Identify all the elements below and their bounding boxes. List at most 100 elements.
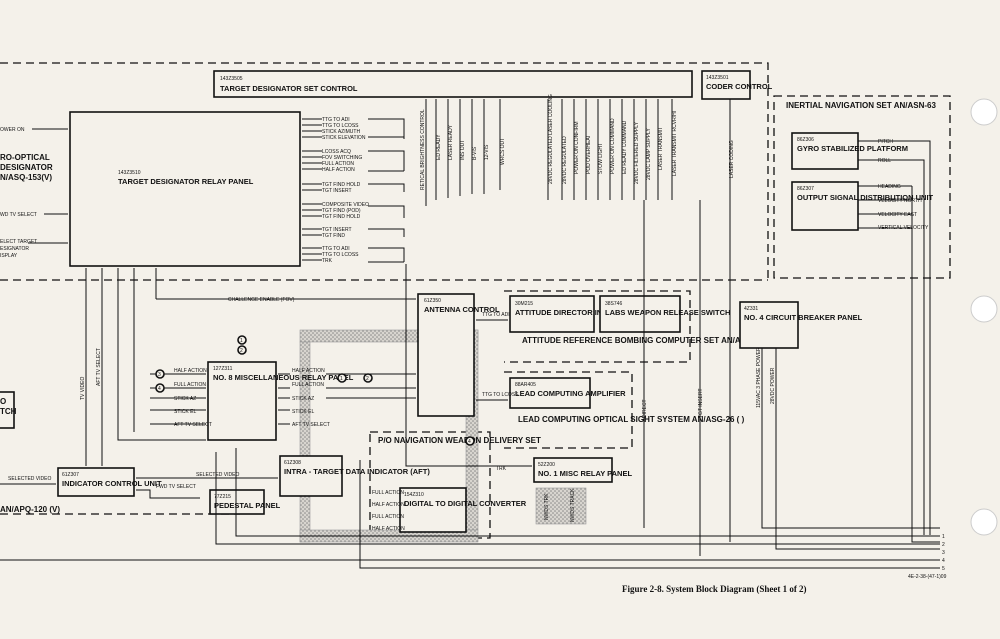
- signal-label: HALF ACTION: [322, 167, 355, 173]
- tv-video-label: TV VIDEO: [80, 377, 86, 400]
- relay-panel-code: 143Z3510: [118, 170, 141, 176]
- signal-label: LASER TRANSMIT: [658, 127, 664, 170]
- attitude-title: ATTITUDE DIRECTOR INDICATOR: [515, 308, 636, 317]
- trk-wire: [405, 264, 532, 467]
- signal-label: STICK EL: [292, 409, 314, 415]
- ref-number: 4: [158, 386, 161, 392]
- pedestal-panel: [209, 489, 265, 515]
- icu-title: INDICATOR CONTROL UNIT: [62, 479, 162, 488]
- nwds-trk-label: NWDS TRK: [544, 493, 550, 520]
- fwd-tv-label: FWD TV SELECT: [156, 484, 196, 490]
- labs-code: 38S746: [605, 301, 622, 307]
- misc8-left-labels: HALF ACTION FULL ACTION STICK AZ STICK E…: [174, 368, 212, 428]
- misc1-title: NO. 1 MISC RELAY PANEL: [538, 469, 632, 478]
- converter-inputs: FULL ACTION HALF ACTION FULL ACTION HALF…: [372, 490, 405, 532]
- ref-circle: [237, 335, 247, 345]
- signal-label: TTG TO LCOSS: [322, 252, 359, 258]
- signal-label: RETICAL BRIGHTNESS CONTROL: [420, 109, 426, 190]
- apq-label: AN/APQ-120 (V): [0, 505, 60, 514]
- signal-label: INS OUT: [460, 140, 466, 160]
- top-bar-title: TARGET DESIGNATOR SET CONTROL: [220, 84, 358, 93]
- signal-label: TTG TO LCOSS: [322, 123, 359, 129]
- aft-tv-select-label: AFT TV SELECT: [96, 348, 102, 386]
- odu-code: 86Z307: [797, 186, 814, 192]
- signal-label: WRCS OUT: [500, 138, 506, 165]
- signal-label: TGT FIND HOLD: [322, 182, 361, 188]
- converter-code: 154Z310: [404, 492, 424, 498]
- bus-number: 2: [942, 542, 945, 548]
- po-nav-title: P/O NAVIGATION WEAPON DELIVERY SET: [378, 436, 541, 445]
- signal-label: TRK: [322, 258, 333, 264]
- signal-label: 28VDC FILTERED SUPPLY: [634, 121, 640, 184]
- signal-label: HALF ACTION: [174, 368, 207, 374]
- coder-code: 143Z3501: [706, 75, 729, 81]
- signal-label: AFT TV SELECT: [292, 422, 330, 428]
- inertial-title: INERTIAL NAVIGATION SET AN/ASN-63: [786, 101, 936, 110]
- signal-label: FULL ACTION: [174, 382, 206, 388]
- amp-code: 88AR405: [515, 382, 536, 388]
- heading-label: HEADING: [878, 184, 901, 190]
- signal-label: FULL ACTION: [372, 514, 404, 520]
- binder-hole: [970, 508, 998, 536]
- nwds-track-label: NWDS TRACK: [570, 488, 576, 522]
- binder-hole: [970, 98, 998, 126]
- signal-label: ED READY COMMAND: [622, 120, 628, 174]
- ref-number: 1: [240, 338, 243, 344]
- intra-title: INTRA - TARGET DATA INDICATOR (AFT): [284, 467, 430, 476]
- antenna-title: ANTENNA CONTROL: [424, 305, 500, 314]
- ttg-lcoss-label: TTG TO LCOSS: [482, 392, 519, 398]
- signal-label: TGT FIND (POD): [322, 208, 361, 214]
- target-designator-relay-panel: [69, 111, 301, 267]
- trk-label: TRK: [496, 466, 507, 472]
- top-bar-code: 143Z3505: [220, 76, 243, 82]
- inertial-enclosure: [773, 95, 951, 279]
- asg26-title: LEAD COMPUTING OPTICAL SIGHT SYSTEM AN/A…: [518, 415, 745, 424]
- vertical-signals-a: RETICAL BRIGHTNESS CONTROL ED READY LASE…: [420, 99, 506, 206]
- ref-circle: [465, 436, 475, 446]
- signal-label: 12-VIS: [484, 144, 490, 160]
- converter-title: DIGITAL TO DIGITAL CONVERTER: [404, 499, 527, 508]
- signal-label: STICK AZIMUTH: [322, 129, 360, 135]
- target-designator-set-control-box: [213, 70, 693, 98]
- icu-code: 61Z307: [62, 472, 79, 478]
- digital-converter-box: [399, 487, 467, 533]
- left-label: RO-OPTICAL: [0, 153, 50, 162]
- inertial-wires: [858, 140, 940, 543]
- signal-label: LASER READY: [448, 124, 454, 160]
- signal-label: 28VDC REGULATED LASER COOLING: [548, 94, 554, 184]
- signal-label: STICK EL: [174, 409, 196, 415]
- ref-circle: [337, 373, 347, 383]
- signal-label: FULL ACTION: [372, 490, 404, 496]
- intra-code: 61Z308: [284, 460, 301, 466]
- ref-number: 2: [366, 376, 369, 382]
- coder-title: CODER CONTROL: [706, 82, 773, 91]
- amp-title: LEAD COMPUTING AMPLIFIER: [515, 389, 626, 398]
- ref-circle: [155, 369, 165, 379]
- left-label: DESIGNATOR: [0, 163, 53, 172]
- binder-hole: [970, 295, 998, 323]
- output-distribution-unit: [791, 181, 859, 231]
- misc1-code: 52Z200: [538, 462, 555, 468]
- tgt-insert-label: TGT INSERT: [698, 388, 704, 418]
- signal-label: TGT FIND HOLD: [322, 214, 361, 220]
- vertical-signals-b: 28VDC REGULATED LASER COOLING 28VDC REGU…: [547, 94, 678, 200]
- left-label: WD TV SELECT: [0, 212, 37, 218]
- labs-title: LABS WEAPON RELEASE SWITCH: [605, 308, 730, 317]
- signal-label: B-VIS: [472, 146, 478, 160]
- po-nav-enclosure: [369, 431, 491, 539]
- asg26-enclosure: [504, 371, 633, 449]
- signal-label: HALF ACTION: [372, 502, 405, 508]
- left-label: ISPLAY: [0, 253, 18, 259]
- misc8-right-labels: HALF ACTION FULL ACTION STICK AZ STICK E…: [292, 368, 330, 428]
- signal-label: TGT INSERT: [322, 188, 352, 194]
- challenge-wire: [155, 268, 416, 300]
- signal-label: COMPOSITE VIDEO: [322, 202, 369, 208]
- signal-label: STICK AZ: [174, 396, 196, 402]
- left-label: O: [0, 397, 6, 406]
- ref-number: 1: [340, 376, 343, 382]
- signal-label: TGT FIND: [322, 233, 345, 239]
- signal-label: HALF ACTION: [292, 368, 325, 374]
- ref-circle: [363, 373, 373, 383]
- signal-label: TTG TO ADI: [322, 117, 350, 123]
